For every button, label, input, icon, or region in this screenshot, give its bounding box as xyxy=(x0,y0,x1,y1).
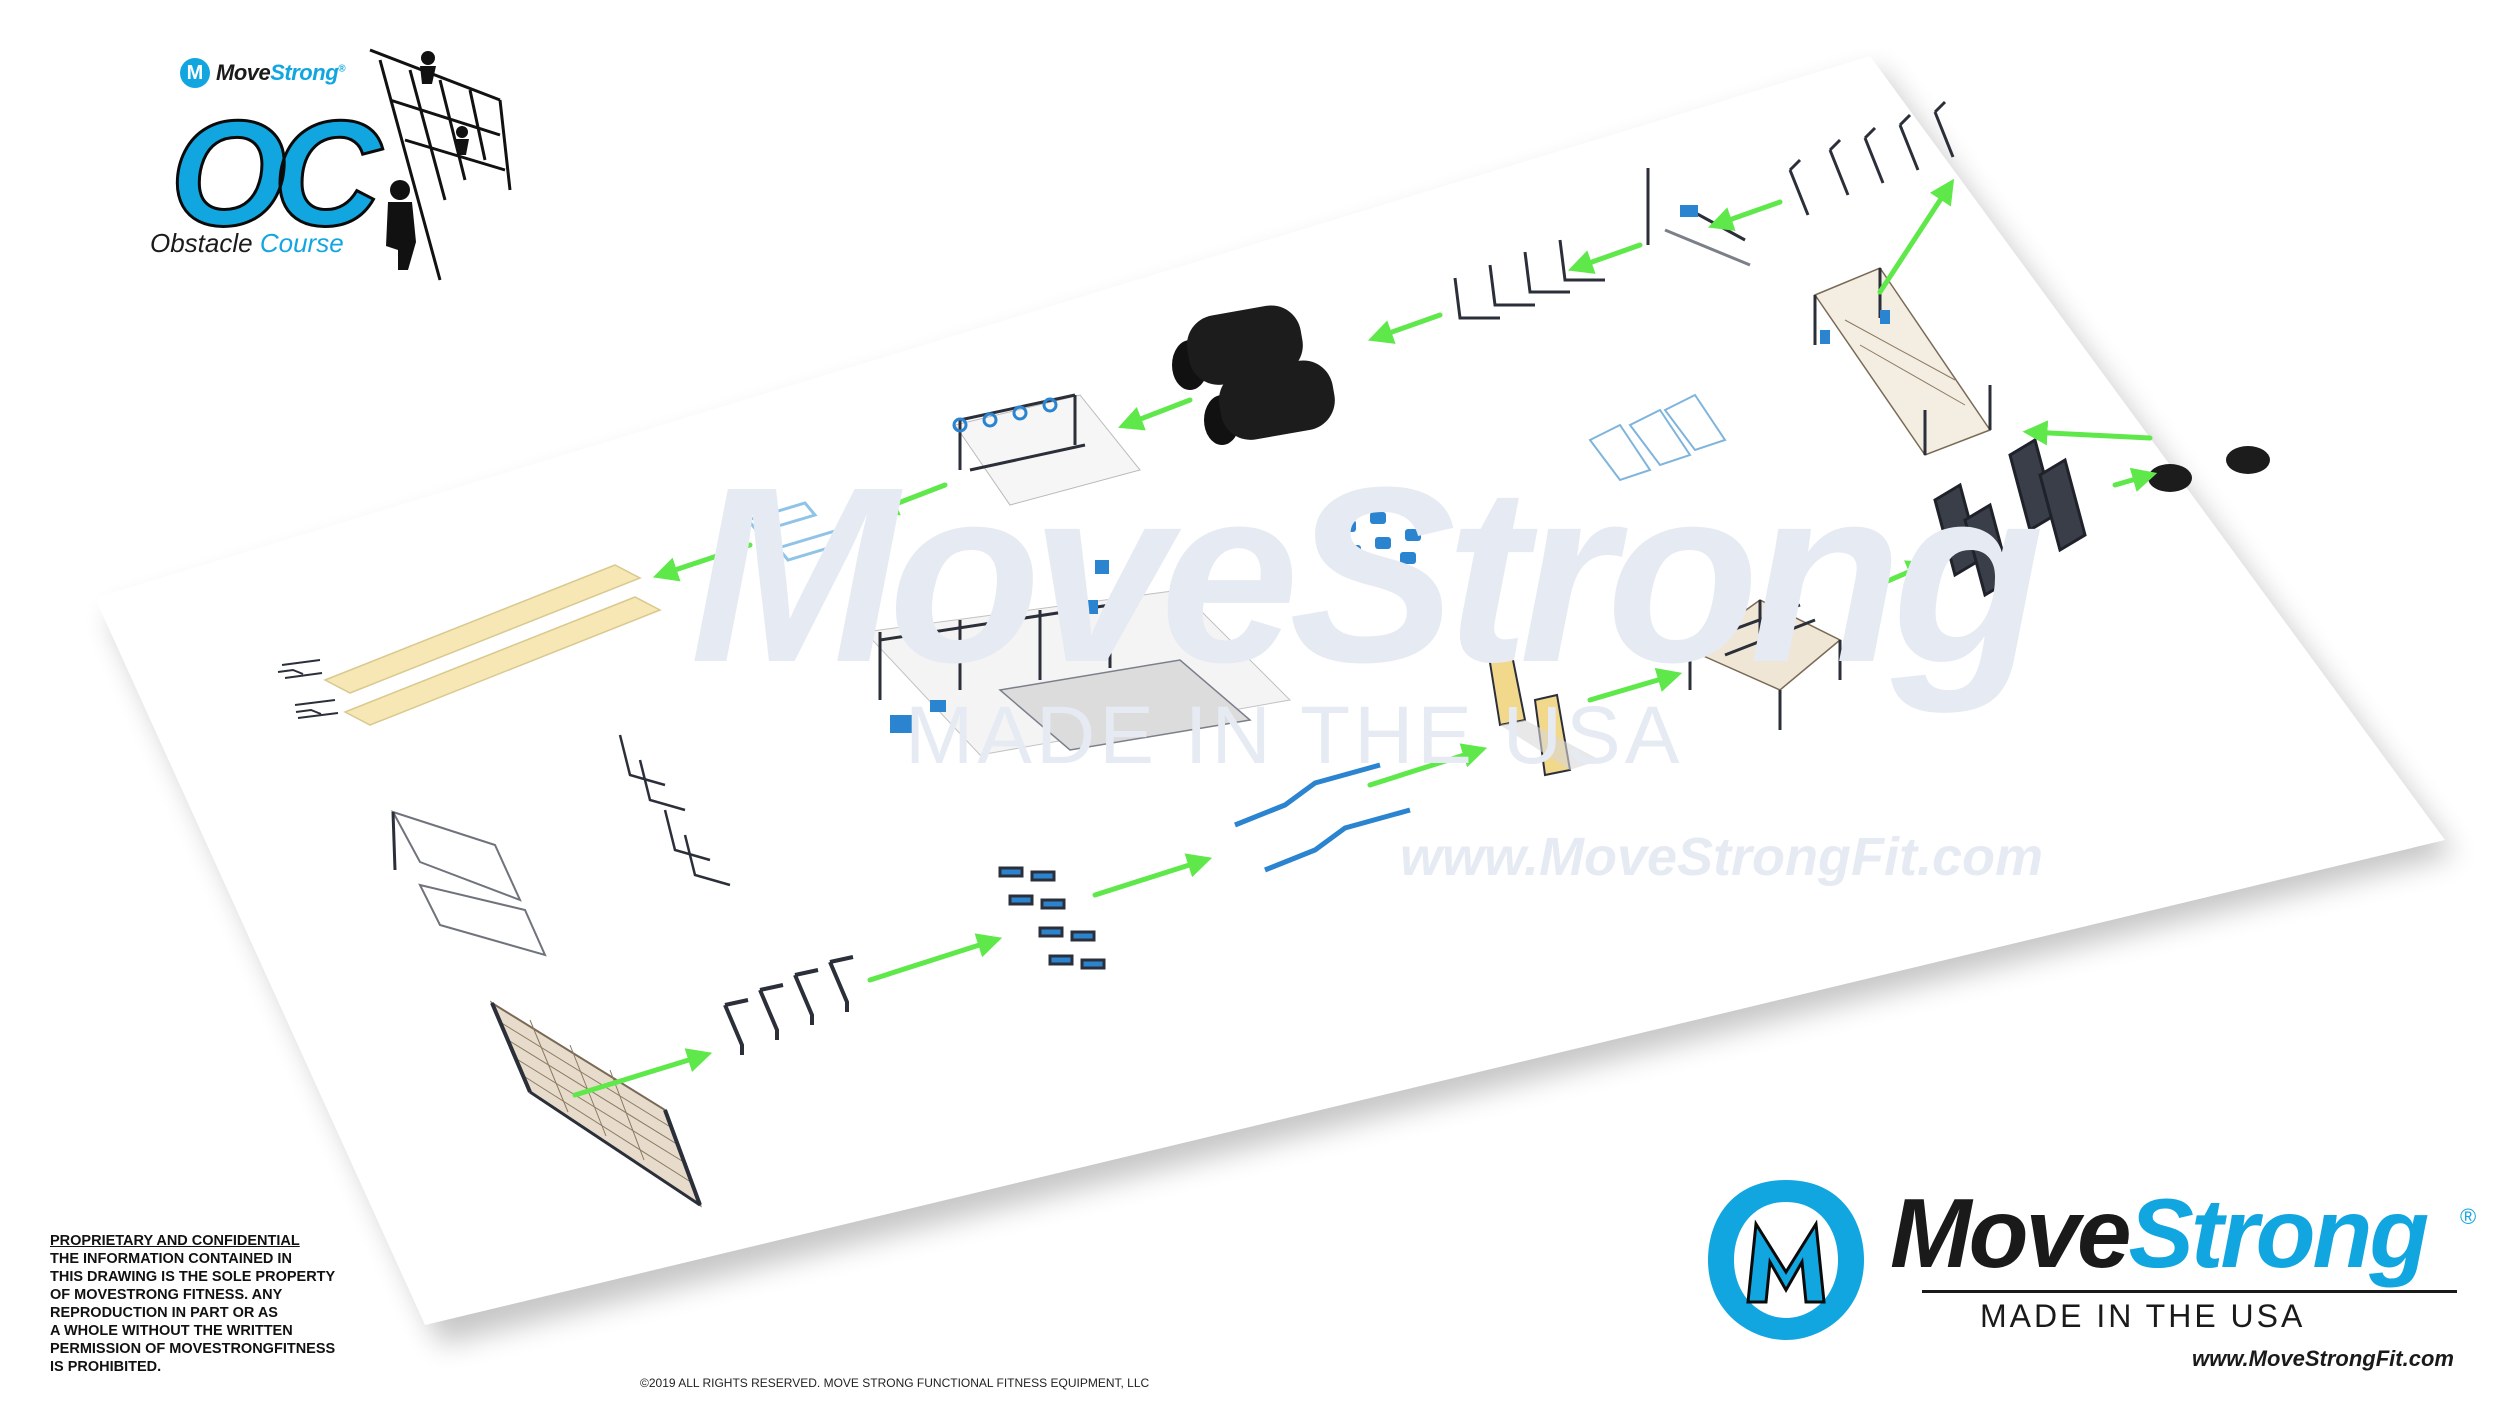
balance-beams xyxy=(323,564,662,726)
stepping-frames xyxy=(998,866,1106,970)
disclaimer-line: OF MOVESTRONG FITNESS. ANY xyxy=(50,1287,283,1303)
vault-walls xyxy=(1453,239,1605,320)
ladder-ramps xyxy=(390,810,547,957)
hurdle-frames-1 xyxy=(723,955,854,1055)
disclaimer-line: A WHOLE WITHOUT THE WRITTEN xyxy=(50,1323,293,1339)
crawl-tubes xyxy=(1172,305,1335,445)
copyright-notice: ©2019 ALL RIGHTS RESERVED. MOVE STRONG F… xyxy=(640,1376,1150,1390)
monkey-bar-frames xyxy=(1788,100,1955,216)
disclaimer-line: REPRODUCTION IN PART OR AS xyxy=(50,1305,278,1321)
figures xyxy=(277,668,322,715)
movestrong-wordmark: MoveStrong xyxy=(1890,1178,2429,1288)
low-hurdles-left xyxy=(281,659,339,719)
climbing-net-silhouette-icon xyxy=(369,48,512,281)
direction-arrows xyxy=(572,178,2158,1098)
proprietary-disclaimer: PROPRIETARY AND CONFIDENTIAL THE INFORMA… xyxy=(50,1232,390,1376)
logo-divider xyxy=(1922,1290,2457,1293)
cargo-climb-tower xyxy=(1813,267,1992,456)
website-link[interactable]: www.MoveStrongFit.com xyxy=(2192,1346,2454,1371)
disclaimer-line: PERMISSION OF MOVESTRONGFITNESS xyxy=(50,1341,336,1357)
movestrong-logo: MoveStrong ® MADE IN THE USA www.MoveStr… xyxy=(1700,1160,2500,1390)
ring-rig xyxy=(952,393,1141,506)
oc-subtitle: Obstacle Course xyxy=(150,228,344,258)
cargo-net-wall xyxy=(489,1000,702,1208)
multi-station-structure xyxy=(863,560,1292,756)
disclaimer-line: IS PROHIBITED. xyxy=(50,1359,162,1375)
made-in-usa: MADE IN THE USA xyxy=(1980,1298,2306,1334)
ladder-bridges xyxy=(745,501,848,562)
stepping-pads xyxy=(1340,504,1421,572)
m-emblem-icon xyxy=(1708,1180,1864,1340)
oc-brand-name: MoveStrong® xyxy=(216,60,346,85)
parallel-bars xyxy=(618,734,731,887)
tires xyxy=(2148,446,2270,492)
disclaimer-heading: PROPRIETARY AND CONFIDENTIAL xyxy=(50,1233,300,1249)
zigzag-balance-beams xyxy=(1234,762,1411,873)
oc-brand: M MoveStrong® xyxy=(180,58,346,88)
registered-mark: ® xyxy=(2460,1204,2477,1229)
rope-traverse-frame xyxy=(1688,599,1842,730)
swing-frames xyxy=(1588,393,1727,482)
disclaimer-line: THIS DRAWING IS THE SOLE PROPERTY xyxy=(50,1269,336,1285)
a-frame-walls xyxy=(1486,643,1600,777)
m-emblem-icon: M xyxy=(180,58,210,88)
oc-obstacle-course-logo: M MoveStrong® OC Obstacle Course xyxy=(150,40,512,290)
oc-title: OC xyxy=(169,89,383,257)
disclaimer-line: THE INFORMATION CONTAINED IN xyxy=(50,1251,292,1267)
